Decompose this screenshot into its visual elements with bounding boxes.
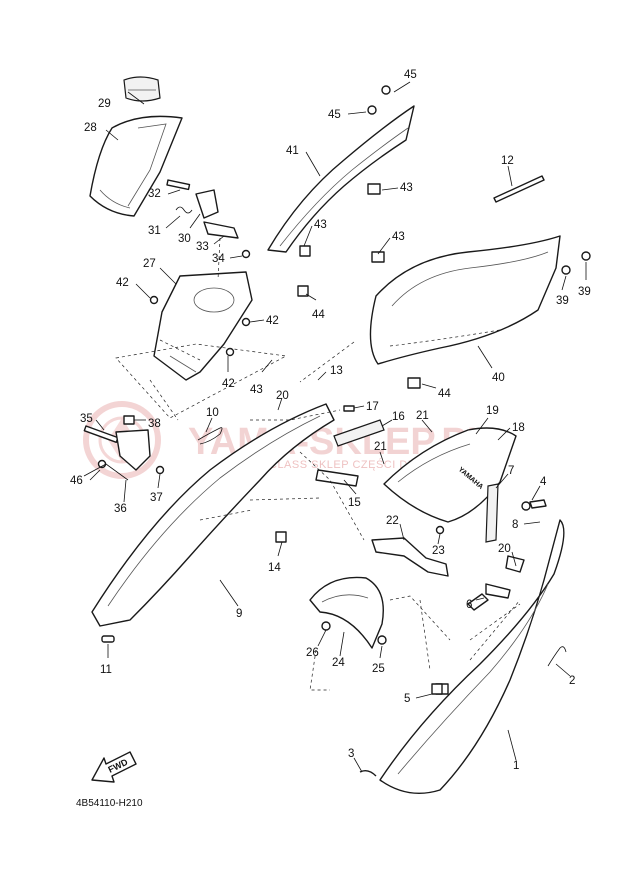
- decal-part-2: [547, 646, 567, 667]
- callout: 7: [508, 465, 514, 477]
- callout: 37: [150, 492, 163, 504]
- rear-side-cover-part-1: [359, 519, 565, 795]
- strip-parts-15-17: [315, 405, 385, 487]
- callout: 34: [212, 253, 225, 265]
- callout: 44: [312, 309, 325, 321]
- callout: 20: [276, 390, 289, 402]
- callout: 42: [222, 378, 235, 390]
- callout: 39: [578, 286, 591, 298]
- callout: 31: [148, 225, 161, 237]
- callout: 20: [498, 543, 511, 555]
- callout: 2: [569, 675, 575, 687]
- callout: 19: [486, 405, 499, 417]
- callout: 8: [512, 519, 518, 531]
- callout: 33: [196, 241, 209, 253]
- decal-part-10: [197, 427, 223, 445]
- callout: 40: [492, 372, 505, 384]
- callout: 10: [206, 407, 219, 419]
- fwd-arrow-icon: FWD: [91, 751, 137, 783]
- callout: 42: [266, 315, 279, 327]
- callout: 41: [286, 145, 299, 157]
- callout: 12: [501, 155, 514, 167]
- callout: 43: [392, 231, 405, 243]
- callout: 1: [513, 760, 519, 772]
- callout: 26: [306, 647, 319, 659]
- callout: 3: [348, 748, 354, 760]
- callout: 5: [404, 693, 410, 705]
- callout: 21: [374, 441, 387, 453]
- bar-part-7: [485, 483, 499, 543]
- callout: 45: [404, 69, 417, 81]
- assembly-line-27: [115, 343, 288, 419]
- callout: 42: [116, 277, 129, 289]
- callout: 18: [512, 422, 525, 434]
- callout: 36: [114, 503, 127, 515]
- callout: 43: [314, 219, 327, 231]
- callout: 24: [332, 657, 345, 669]
- callout: 27: [143, 258, 156, 270]
- cable-tie-part-12: [493, 175, 545, 203]
- side-cover-part-40: [369, 235, 591, 389]
- callout: 17: [366, 401, 379, 413]
- callout: 6: [466, 599, 472, 611]
- callout: 30: [178, 233, 191, 245]
- lower-panel-part-9: [91, 403, 335, 627]
- callout: 38: [148, 418, 161, 430]
- small-parts: [101, 499, 547, 695]
- callout: 39: [556, 295, 569, 307]
- callouts: 1 2 3 4 5 6 7 8 9 10 11 12 13 14 15 16 1…: [70, 69, 591, 773]
- callout: 23: [432, 545, 445, 557]
- diagram-code: 4B54110-H210: [76, 798, 143, 809]
- callout: 43: [400, 182, 413, 194]
- callout: 35: [80, 413, 93, 425]
- callout: 43: [250, 384, 263, 396]
- callout: 32: [148, 188, 161, 200]
- callout: 15: [348, 497, 361, 509]
- callout: 21: [416, 410, 429, 422]
- cap-part-29: [123, 76, 161, 102]
- cover-part-24: [309, 576, 387, 649]
- callout: 45: [328, 109, 341, 121]
- inner-panel-part-27: [149, 271, 253, 381]
- callout: 13: [330, 365, 343, 377]
- rear-cover-part-18: YAMAHA: [383, 427, 517, 523]
- bracket-group-35-38: [83, 415, 165, 481]
- callout: 14: [268, 562, 281, 574]
- assembly-lines: [149, 237, 521, 691]
- callout: 4: [540, 476, 547, 488]
- callout: 16: [392, 411, 405, 423]
- callout: 46: [70, 475, 83, 487]
- panel-part-28: [89, 115, 183, 217]
- callout: 29: [98, 98, 111, 110]
- callout: 44: [438, 388, 451, 400]
- callout: 11: [100, 664, 112, 676]
- callout: 25: [372, 663, 385, 675]
- callout: 28: [84, 122, 97, 134]
- rail-part-41: [267, 85, 415, 297]
- callout: 22: [386, 515, 399, 527]
- bracket-part-30-33: [166, 179, 251, 259]
- bracket-part-22: [371, 525, 449, 577]
- callout: 9: [236, 608, 242, 620]
